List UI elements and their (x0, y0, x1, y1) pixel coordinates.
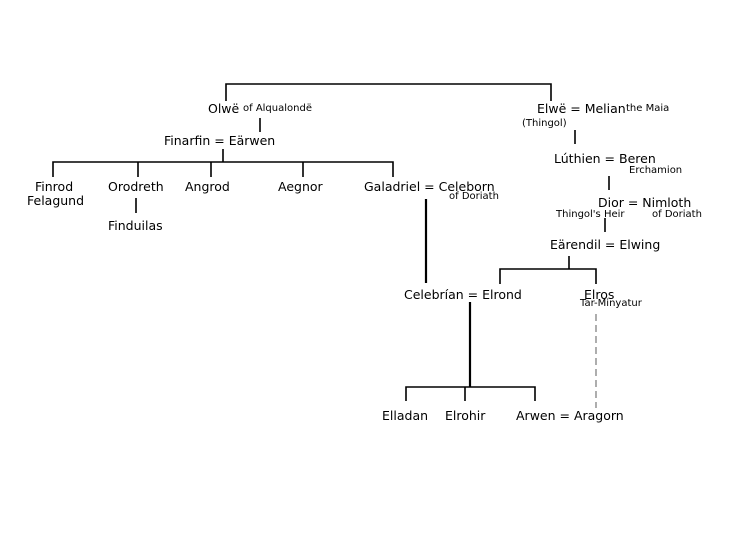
dior-epithet: Thingol's Heir (556, 209, 625, 220)
finarfin-earwen-couple: Finarfin = Eärwen (164, 133, 276, 148)
orodreth-name: Orodreth (108, 179, 164, 194)
nimloth-epithet: of Doriath (652, 209, 702, 220)
top-marriage-connector (225, 83, 552, 101)
earendil-elwing-couple: Eärendil = Elwing (550, 237, 661, 252)
beren-epithet: Erchamion (629, 165, 683, 176)
dior-nimloth-couple: Dior = Nimloth (598, 195, 692, 210)
celeborn-epithet: of Doriath (449, 191, 499, 202)
galadriel-celeborn-couple: Galadriel = Celeborn (364, 179, 495, 194)
luthien-beren-couple: Lúthien = Beren (554, 151, 656, 166)
elwe-thingol-note: (Thingol) (522, 118, 567, 129)
finarfin-children-connector (52, 149, 394, 177)
elrond-children-bar (405, 386, 536, 401)
arwen-aragorn-couple: Arwen = Aragorn (516, 408, 624, 423)
elladan-name: Elladan (382, 408, 429, 423)
elros-royal-name: Tar-Minyatur (580, 298, 642, 309)
elrohir-name: Elrohir (445, 408, 486, 423)
elwe-melian-couple: Elwë = Melian (537, 101, 626, 116)
celebrian-elrond-couple: Celebrían = Elrond (404, 287, 522, 302)
aegnor-name: Aegnor (278, 179, 323, 194)
elros-name: Elros (584, 287, 615, 302)
melian-epithet: the Maia (626, 103, 670, 114)
olwe-name: Olwë (208, 101, 240, 116)
angrod-name: Angrod (185, 179, 230, 194)
olwe-epithet: of Alqualondë (243, 103, 312, 114)
finrod-name: Finrod (35, 179, 74, 194)
felagund-epithet: Felagund (27, 193, 85, 208)
earendil-children-connector (499, 256, 597, 284)
finduilas-name: Finduilas (108, 218, 163, 233)
